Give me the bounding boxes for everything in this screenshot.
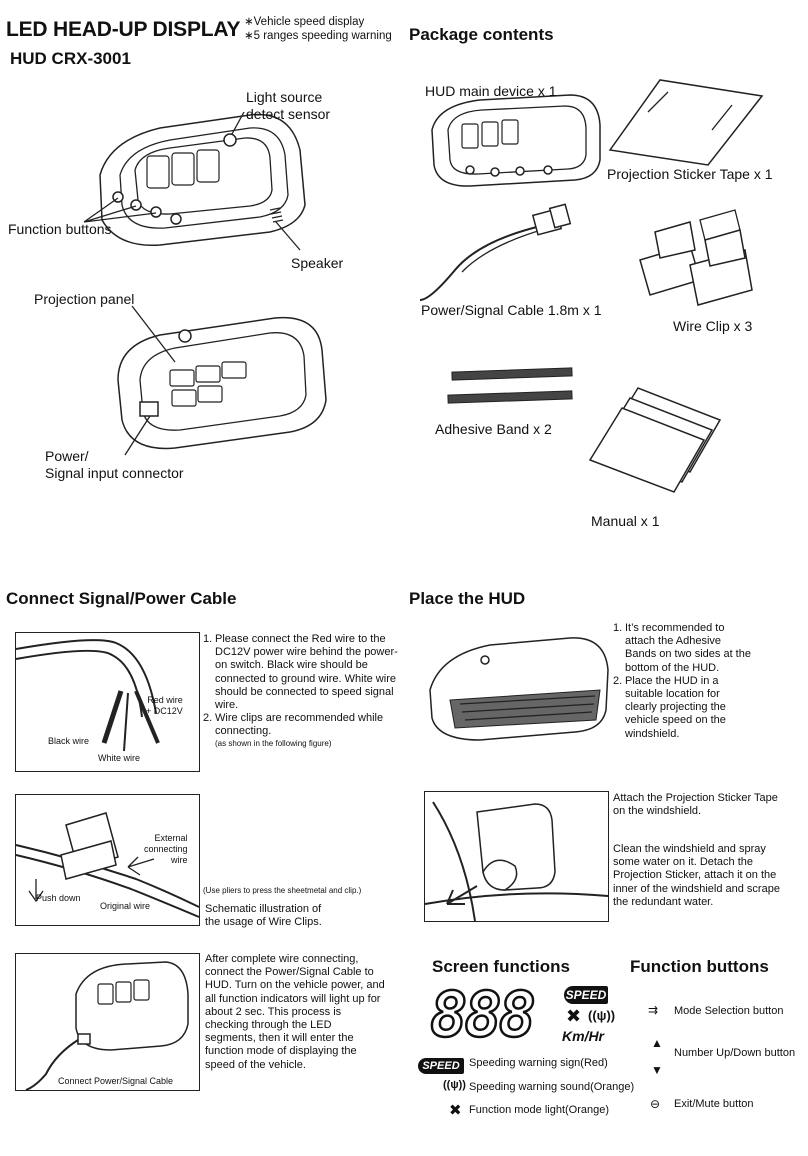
up-arrow-icon: ▲ [651, 1036, 663, 1050]
power-on-text: After complete wire connecting, connect … [205, 953, 385, 1071]
original-wire-label: Original wire [100, 901, 151, 911]
function-buttons-label: Function buttons [8, 221, 112, 237]
down-arrow-icon: ▼ [651, 1063, 663, 1077]
push-down-label: Push down [36, 893, 81, 903]
connect-cable-diagram [25, 961, 189, 1091]
exit-mute-icon: ⊖ [650, 1097, 661, 1111]
function-buttons-title: Function buttons [630, 957, 769, 976]
speaker-label: Speaker [291, 255, 344, 271]
wrench-icon: ✖ [566, 1006, 582, 1026]
place-steps: 1.It’s recommended to attach the Adhesiv… [613, 622, 753, 741]
white-wire-label: White wire [98, 753, 141, 763]
speed-warning-badge: SPEED [564, 986, 608, 1004]
pkg-cable-label: Power/Signal Cable 1.8m x 1 [421, 302, 602, 318]
place-step: 2.Place the HUD in a suitable location f… [613, 674, 726, 740]
windshield-diagram [424, 801, 609, 922]
light-sensor-label: Light source detect sensor [246, 89, 331, 122]
pkg-band-label: Adhesive Band x 2 [435, 421, 552, 437]
windshield-frame [424, 791, 609, 922]
legend-function-mode: Function mode light(Orange) [469, 1104, 610, 1116]
connect-title: Connect Signal/Power Cable [6, 589, 237, 608]
projection-panel-label: Projection panel [34, 291, 135, 307]
wire-diagram [15, 639, 160, 752]
package-illustrations [419, 79, 764, 493]
black-wire-label: Black wire [48, 736, 90, 746]
package-title: Package contents [409, 25, 554, 44]
sticker-text: Clean the windshield and spray some wate… [613, 843, 780, 908]
pkg-sticker-label: Projection Sticker Tape x 1 [607, 166, 773, 182]
external-wire-label: External connecting wire [144, 833, 188, 865]
place-step: 1.It’s recommended to attach the Adhesiv… [613, 622, 751, 674]
connect-step-note: (as shown in the following figure) [215, 738, 332, 748]
feature-list: ∗Vehicle speed display ∗5 ranges speedin… [244, 15, 392, 43]
pkg-hud-label: HUD main device x 1 [425, 83, 557, 99]
led-digits: 888 [429, 978, 537, 1051]
up-down-label[interactable]: Number Up/Down button [674, 1047, 796, 1059]
connect-step: 1.Please connect the Red wire to the DC1… [203, 633, 398, 712]
red-wire-label: Red wire + DC12V [146, 695, 183, 716]
connect-step: 2.Wire clips are recommended while conne… [203, 712, 384, 738]
pliers-note: (Use pliers to press the sheetmetal and … [203, 886, 362, 895]
wire-clip-diagram [15, 812, 200, 918]
model-name: HUD CRX-3001 [10, 49, 131, 68]
legend-speeding-sound: Speeding warning sound(Orange) [469, 1081, 635, 1093]
speeding-sound-icon: ((ψ)) [443, 1079, 466, 1091]
hud-bottom-view [117, 305, 327, 456]
speeding-sign-icon: SPEED [418, 1058, 464, 1074]
legend-speeding-sign: Speeding warning sign(Red) [469, 1057, 608, 1069]
pkg-manual-label: Manual x 1 [591, 513, 660, 529]
connect-steps: 1.Please connect the Red wire to the DC1… [203, 633, 398, 749]
mode-selection-icon: ⇉ [648, 1003, 659, 1017]
hud-top-view [83, 111, 306, 251]
feature-item: ∗5 ranges speeding warning [244, 30, 392, 42]
speed-unit: Km/Hr [562, 1028, 605, 1044]
connect-cable-frame: Connect Power/Signal Cable [15, 953, 200, 1091]
clip-caption: Schematic illustration of the usage of W… [205, 903, 322, 929]
connect-cable-caption: Connect Power/Signal Cable [58, 1076, 174, 1086]
sticker-title: Attach the Projection Sticker Tape on th… [613, 792, 778, 818]
screen-functions-title: Screen functions [432, 957, 570, 976]
document-title: LED HEAD-UP DISPLAY [6, 18, 241, 41]
mode-selection-label[interactable]: Mode Selection button [674, 1005, 784, 1017]
pkg-clip-label: Wire Clip x 3 [673, 318, 753, 334]
function-mode-icon: ✖ [449, 1102, 462, 1119]
wire-clip-frame: External connecting wire Push down Origi… [15, 794, 200, 926]
exit-mute-label[interactable]: Exit/Mute button [674, 1098, 754, 1110]
power-connector-label: Power/ Signal input connector [45, 448, 184, 481]
feature-item: ∗Vehicle speed display [244, 16, 365, 28]
place-title: Place the HUD [409, 589, 526, 608]
sound-icon: ((ψ)) [588, 1008, 616, 1023]
wire-diagram-frame: Red wire + DC12V Black wire White wire [15, 632, 200, 772]
